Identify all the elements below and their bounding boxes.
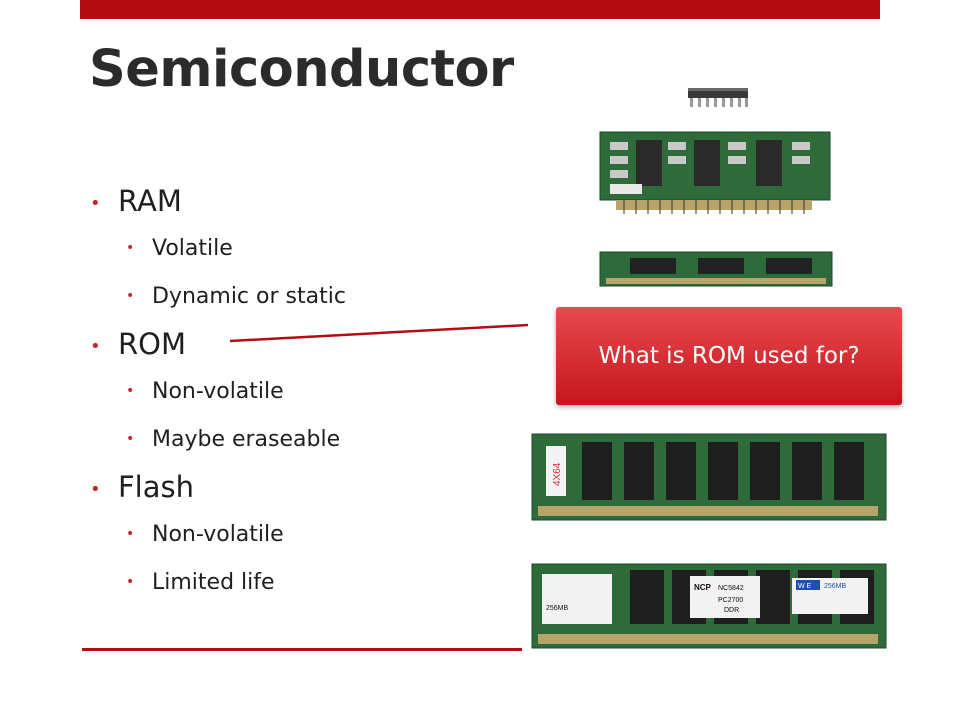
module-label-ncp: NCP [694, 583, 712, 592]
sub-bullet-label: Limited life [152, 570, 275, 595]
sdram-module-image: 4X64 [531, 433, 887, 521]
bullet-dot-icon: • [126, 288, 135, 304]
bullet-label: Flash [118, 470, 194, 504]
module-label-ddr: DDR [724, 607, 739, 614]
sub-bullet-label: Maybe eraseable [152, 427, 341, 452]
sub-bullet: • Volatile [90, 225, 490, 273]
bullet-label: ROM [118, 327, 186, 361]
dip-chip-image [688, 88, 748, 107]
callout-text: What is ROM used for? [598, 343, 860, 369]
bullet-dot-icon: • [126, 431, 135, 447]
bullet-dot-icon: • [90, 479, 101, 500]
top-accent-bar [80, 0, 880, 19]
sub-bullet: • Limited life [90, 559, 490, 607]
bullet-dot-icon: • [90, 336, 101, 357]
bullet-dot-icon: • [90, 193, 101, 214]
bullet-rom: • ROM [90, 321, 490, 368]
ddr-dimm-image: 256MB NCP NC5842 PC2700 DDR W E 256MB [531, 563, 887, 649]
bullet-dot-icon: • [126, 526, 135, 542]
module-label-256mb-tag: 256MB [824, 583, 847, 590]
sub-bullet: • Maybe eraseable [90, 416, 490, 464]
callout-box: What is ROM used for? [556, 307, 902, 405]
sub-bullet: • Non-volatile [90, 368, 490, 416]
slide-title: Semiconductor [89, 40, 514, 99]
bullet-ram: • RAM [90, 178, 490, 225]
sub-bullet-label: Non-volatile [152, 522, 284, 547]
bullet-label: RAM [118, 184, 182, 218]
sub-bullet-label: Volatile [152, 236, 233, 261]
simm-flat-module-image [599, 251, 833, 287]
module-label-256mb: 256MB [546, 605, 569, 612]
sub-bullet: • Non-volatile [90, 511, 490, 559]
bullet-dot-icon: • [126, 383, 135, 399]
bottom-accent-rule [82, 648, 522, 651]
module-label-pc2700: PC2700 [718, 597, 743, 604]
bullet-flash: • Flash [90, 464, 490, 511]
simm-module-image [599, 131, 831, 214]
bullet-dot-icon: • [126, 240, 135, 256]
module-label-4x64: 4X64 [552, 462, 563, 486]
module-label-nc5842: NC5842 [718, 585, 744, 592]
bullet-dot-icon: • [126, 574, 135, 590]
sub-bullet-label: Dynamic or static [152, 284, 346, 309]
bullet-list: • RAM • Volatile • Dynamic or static • ROM •… [90, 178, 490, 607]
sub-bullet-label: Non-volatile [152, 379, 284, 404]
sub-bullet: • Dynamic or static [90, 273, 490, 321]
module-label-we: W E [798, 583, 812, 590]
